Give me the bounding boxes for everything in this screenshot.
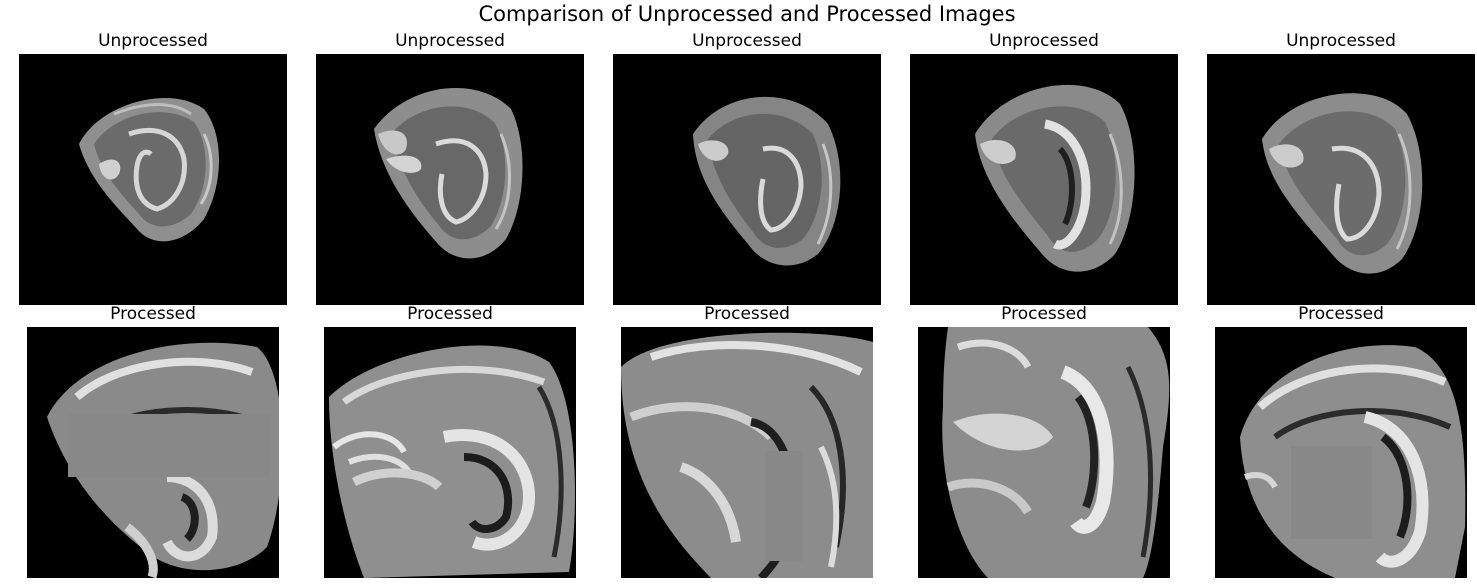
panel-title-processed-1: Processed [110, 304, 196, 324]
unprocessed-image-3 [613, 54, 881, 305]
processed-image-4 [918, 327, 1170, 578]
occlusion-box [765, 451, 803, 561]
occlusion-box [1291, 446, 1372, 539]
panel-title-unprocessed-2: Unprocessed [395, 31, 505, 51]
unprocessed-image-5 [1207, 54, 1475, 305]
occlusion-box [68, 414, 270, 477]
unprocessed-image-1 [19, 54, 287, 305]
processed-image-2 [324, 327, 576, 578]
processed-image-1 [27, 327, 279, 578]
panel-title-processed-3: Processed [704, 304, 790, 324]
panel-title-processed-5: Processed [1298, 304, 1384, 324]
panel-title-unprocessed-1: Unprocessed [98, 31, 208, 51]
unprocessed-image-4 [910, 54, 1178, 305]
panel-title-unprocessed-5: Unprocessed [1286, 31, 1396, 51]
panel-title-unprocessed-3: Unprocessed [692, 31, 802, 51]
unprocessed-image-2 [316, 54, 584, 305]
panel-title-unprocessed-4: Unprocessed [989, 31, 1099, 51]
processed-image-5 [1215, 327, 1467, 578]
figure-title: Comparison of Unprocessed and Processed … [478, 2, 1016, 26]
panel-title-processed-2: Processed [407, 304, 493, 324]
processed-image-3 [621, 327, 873, 578]
panel-title-processed-4: Processed [1001, 304, 1087, 324]
